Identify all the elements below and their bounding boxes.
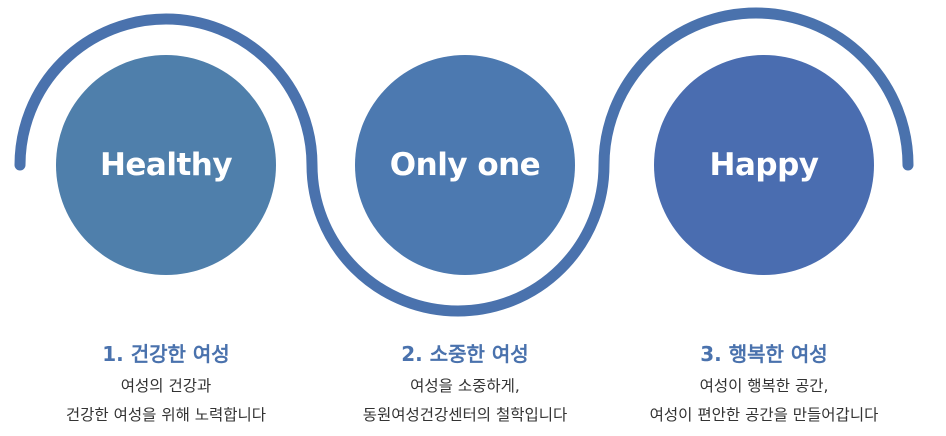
step-1-description-line-1: 여성의 건강과: [120, 377, 212, 395]
only-one-circle: Only one: [355, 55, 575, 275]
healthy-circle: Healthy: [56, 55, 276, 275]
healthy-circle-label: Healthy: [99, 147, 233, 183]
step-2-caption: 2. 소중한 여성 여성을 소중하게, 동원여성건강센터의 철학입니다: [315, 340, 615, 430]
step-3-caption: 3. 행복한 여성 여성이 행복한 공간, 여성이 편안한 공간을 만들어갑니다: [614, 340, 914, 430]
step-1-caption: 1. 건강한 여성 여성의 건강과 건강한 여성을 위해 노력합니다: [16, 340, 316, 430]
step-3-description-line-1: 여성이 행복한 공간,: [699, 377, 829, 395]
step-3-heading: 3. 행복한 여성: [700, 342, 828, 366]
step-3-description-line-2: 여성이 편안한 공간을 만들어갑니다: [649, 406, 879, 424]
step-1-heading: 1. 건강한 여성: [102, 342, 230, 366]
step-2-heading: 2. 소중한 여성: [401, 342, 529, 366]
step-1-description-line-2: 건강한 여성을 위해 노력합니다: [65, 406, 267, 424]
happy-circle-label: Happy: [709, 147, 819, 183]
step-2-description-line-1: 여성을 소중하게,: [410, 377, 520, 395]
step-2-description-line-2: 동원여성건강센터의 철학입니다: [362, 406, 568, 424]
only-one-circle-label: Only one: [389, 147, 541, 183]
happy-circle: Happy: [654, 55, 874, 275]
